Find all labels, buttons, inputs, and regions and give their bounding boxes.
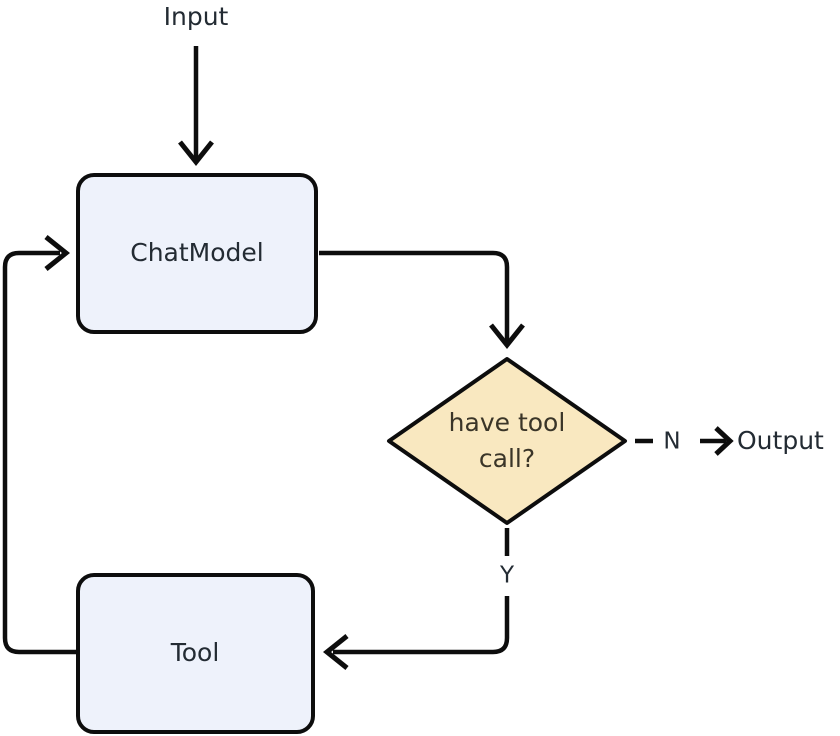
edge-line: [2, 250, 76, 655]
output-label: Output: [737, 426, 824, 455]
tool-box[interactable]: [76, 573, 315, 734]
arrowhead-left: [322, 634, 349, 670]
node-tool[interactable]: Tool: [76, 573, 315, 734]
tool-label: Tool: [170, 638, 220, 667]
node-chatmodel[interactable]: ChatModel: [76, 173, 318, 334]
edge-line-lower: [333, 596, 510, 655]
decision-label-line1: have tool: [449, 408, 566, 437]
arrowhead-right: [714, 426, 734, 456]
node-decision[interactable]: have tool call?: [387, 357, 627, 525]
edge-label-yes: Y: [499, 563, 515, 589]
arrowhead-down: [178, 140, 214, 167]
edge-chatmodel-to-decision: [319, 250, 525, 350]
chatmodel-label: ChatModel: [130, 238, 263, 267]
chatmodel-box[interactable]: [76, 173, 318, 334]
edge-line: [319, 250, 510, 341]
input-label: Input: [164, 2, 229, 31]
edge-input-to-chatmodel: [178, 46, 214, 167]
decision-diamond[interactable]: [387, 357, 627, 525]
arrowhead-down: [489, 323, 525, 350]
edge-label-no: N: [663, 429, 680, 455]
arrowhead-right: [44, 235, 71, 271]
edge-decision-to-tool: Y: [322, 528, 515, 670]
decision-label-line2: call?: [479, 444, 535, 473]
edge-tool-to-chatmodel: [2, 235, 76, 655]
edge-decision-to-output: N: [635, 426, 734, 456]
